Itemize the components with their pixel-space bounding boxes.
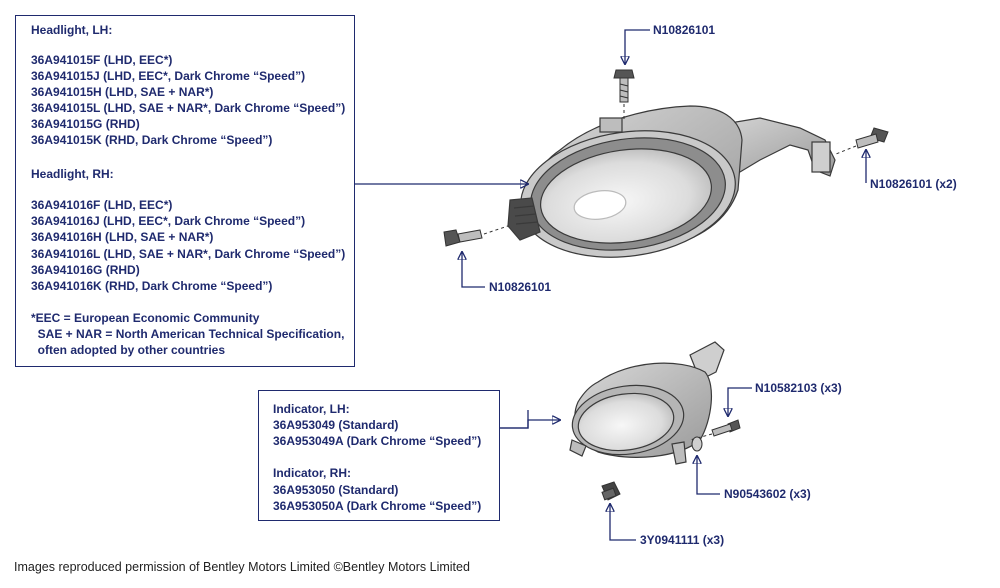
indicator-lh-item: 36A953049 (Standard) <box>273 418 399 432</box>
clip-nut-drawing <box>601 481 621 501</box>
indicator-rh-title: Indicator, RH: <box>273 466 352 480</box>
headlight-rh-item: 36A941016J (LHD, EEC*, Dark Chrome “Spee… <box>31 214 306 228</box>
headlight-lh-item: 36A941015H (LHD, SAE + NAR*) <box>31 85 214 99</box>
indicator-lh-item: 36A953049A (Dark Chrome “Speed”) <box>273 434 482 448</box>
callout-indicator-washers: N90543602 (x3) <box>724 487 811 501</box>
headlight-rh-item: 36A941016K (RHD, Dark Chrome “Speed”) <box>31 279 273 293</box>
indicator-rh-item: 36A953050A (Dark Chrome “Speed”) <box>273 499 482 513</box>
headlight-note: *EEC = European Economic Community <box>31 311 260 325</box>
indicator-drawing <box>569 341 725 465</box>
indicator-rh-item: 36A953050 (Standard) <box>273 483 399 497</box>
callout-indicator-screws: N10582103 (x3) <box>755 381 842 395</box>
headlight-lh-item: 36A941015G (RHD) <box>31 117 140 131</box>
callout-top-bolt: N10826101 <box>653 23 716 37</box>
headlight-lh-item: 36A941015K (RHD, Dark Chrome “Speed”) <box>31 133 273 147</box>
headlight-rh-item: 36A941016G (RHD) <box>31 263 140 277</box>
indicator-parts-box <box>258 390 500 521</box>
copyright-footer: Images reproduced permission of Bentley … <box>14 560 470 574</box>
headlight-rh-item: 36A941016F (LHD, EEC*) <box>31 198 173 212</box>
lower-bolt-drawing <box>443 225 509 247</box>
callout-right-bolts: N10826101 (x2) <box>870 177 957 191</box>
washer-drawing <box>691 436 703 452</box>
right-bolt-drawing <box>835 127 889 155</box>
headlight-rh-item: 36A941016L (LHD, SAE + NAR*, Dark Chrome… <box>31 247 346 261</box>
callout-indicator-clips: 3Y0941111 (x3) <box>640 533 725 547</box>
headlight-parts-box <box>15 15 355 367</box>
leader-lines <box>354 29 866 541</box>
top-bolt-drawing <box>613 69 635 122</box>
headlight-note: often adopted by other countries <box>31 343 226 357</box>
headlight-drawing <box>507 105 836 258</box>
indicator-lh-title: Indicator, LH: <box>273 402 350 416</box>
headlight-lh-item: 36A941015J (LHD, EEC*, Dark Chrome “Spee… <box>31 69 306 83</box>
callout-lower-bolt: N10826101 <box>489 280 552 294</box>
headlight-lh-item: 36A941015F (LHD, EEC*) <box>31 53 173 67</box>
headlight-note: SAE + NAR = North American Technical Spe… <box>31 327 345 341</box>
headlight-rh-title: Headlight, RH: <box>31 167 114 181</box>
headlight-rh-item: 36A941016H (LHD, SAE + NAR*) <box>31 230 214 244</box>
headlight-lh-item: 36A941015L (LHD, SAE + NAR*, Dark Chrome… <box>31 101 346 115</box>
headlight-lh-title: Headlight, LH: <box>31 23 113 37</box>
